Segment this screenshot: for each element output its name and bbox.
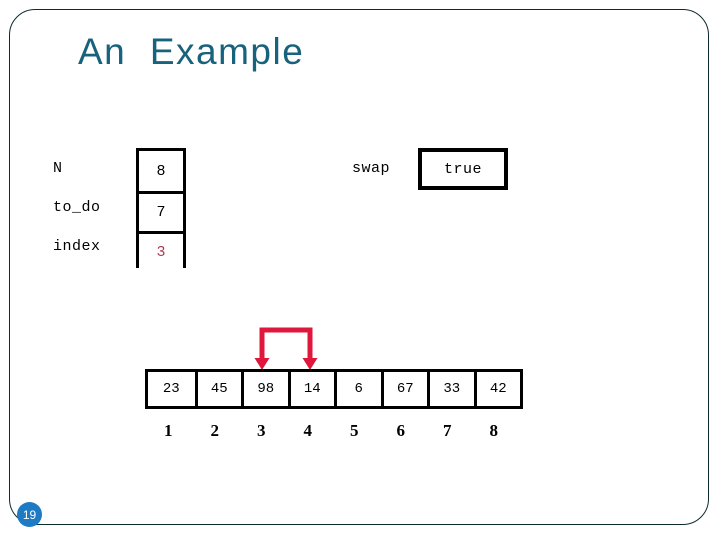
array-cell: 14 [287, 372, 334, 406]
array-cell: 33 [427, 372, 474, 406]
variable-label-n: N [53, 160, 63, 177]
variable-value-to-do: 7 [139, 191, 183, 231]
array-cell: 42 [473, 372, 520, 406]
array-cell: 6 [334, 372, 381, 406]
variable-label-to-do: to_do [53, 199, 101, 216]
array-index-label: 5 [350, 421, 359, 440]
array-index-label: 8 [489, 421, 499, 440]
flag-value-box: true [418, 148, 508, 190]
array-cell: 67 [380, 372, 427, 406]
variable-value-n: 8 [139, 151, 183, 191]
array-cell: 45 [194, 372, 241, 406]
page-number-badge: 19 [17, 502, 42, 527]
array-index-label: 4 [303, 421, 313, 440]
variable-value-index: 3 [139, 231, 183, 271]
array-index-label: 2 [210, 421, 220, 440]
array-cell: 98 [241, 372, 288, 406]
flag-label-swap: swap [352, 160, 391, 177]
slide-border-frame [9, 9, 709, 525]
array-index-row: 1 2 3 4 5 6 7 8 [145, 419, 517, 443]
page-title: An Example [78, 31, 305, 72]
array-index-label: 1 [164, 421, 173, 440]
flag-value-swap: true [443, 160, 482, 178]
comparison-arrow-icon [254, 327, 318, 370]
variable-value-box: 8 7 3 [136, 148, 186, 271]
array-container: 23 45 98 14 6 67 33 42 [145, 369, 523, 409]
array-index-label: 3 [257, 421, 266, 440]
array-cell: 23 [148, 372, 195, 406]
variable-label-index: index [53, 238, 101, 255]
array-index-label: 6 [396, 421, 406, 440]
array-index-label: 7 [443, 421, 452, 440]
